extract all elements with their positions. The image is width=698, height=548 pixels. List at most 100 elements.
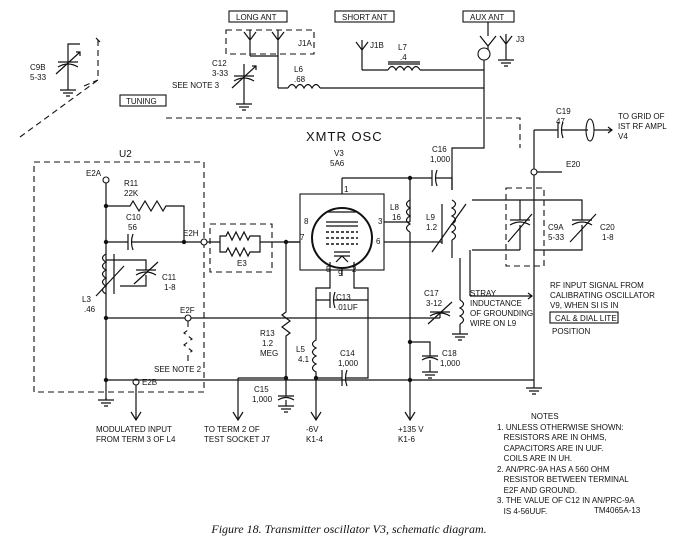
tuning-link-line xyxy=(19,79,99,138)
position-label: POSITION xyxy=(552,327,590,336)
stray-line3: OF GROUNDING xyxy=(470,309,533,318)
c17-value: 3-12 xyxy=(426,299,443,308)
e2a-terminal xyxy=(102,176,110,184)
c20-capacitor xyxy=(534,199,597,251)
c18-label: C18 xyxy=(442,349,457,358)
c14-capacitor xyxy=(316,300,369,387)
j1b-antenna-jack xyxy=(355,40,388,71)
note-line: RESISTOR BETWEEN TERMINAL xyxy=(497,475,629,484)
r11-label: R11 xyxy=(124,179,139,188)
notes-title: NOTES xyxy=(531,412,559,421)
pin3-label: 3 xyxy=(378,217,383,226)
e2b-label: E2B xyxy=(142,378,157,387)
l6-value: .68 xyxy=(294,75,306,84)
minus6v-k-label: K1-4 xyxy=(306,435,323,444)
u2-label: U2 xyxy=(119,149,132,160)
tube-label: V3 xyxy=(334,149,344,158)
l8-inductor xyxy=(405,199,412,420)
l7-label: L7 xyxy=(398,43,407,52)
c12-value: 3-33 xyxy=(212,69,229,78)
minus6v-label: -6V xyxy=(306,425,319,434)
tuning-box xyxy=(119,94,167,107)
u2-dashed-box xyxy=(33,161,205,393)
c9a-dashed-box xyxy=(505,187,545,267)
c13-value: .01UF xyxy=(336,303,358,312)
pin5-label: 5 xyxy=(326,265,331,274)
e2h-label: E2H xyxy=(183,229,199,238)
c10-label: C10 xyxy=(126,213,141,222)
e2f-terminal xyxy=(184,314,192,322)
note-line: IS 4-56UUF. xyxy=(497,506,548,516)
plus135v-k-label: K1-6 xyxy=(398,435,415,444)
c15-value: 1,000 xyxy=(252,395,273,404)
c18-junction xyxy=(407,339,413,345)
r13-value: 1.2 xyxy=(262,339,274,348)
pin8-label: 8 xyxy=(304,217,309,226)
c15-label: C15 xyxy=(254,385,269,394)
r13-unit: MEG xyxy=(260,349,278,358)
short-ant-box xyxy=(334,10,395,23)
c20-value: 1-8 xyxy=(602,233,614,242)
r13-label: R13 xyxy=(260,329,275,338)
c12-capacitor xyxy=(231,64,257,111)
short-ant-label: SHORT ANT xyxy=(342,13,388,22)
stray-inductance xyxy=(452,299,468,341)
j3-antenna-jack xyxy=(477,22,514,118)
xmtr-osc-title: XMTR OSC xyxy=(306,129,383,144)
l8-value: 16 xyxy=(392,213,401,222)
note-line: 2. AN/PRC-9A HAS A 560 OHM xyxy=(497,464,610,474)
stray-line2: INDUCTANCE xyxy=(470,299,522,308)
j1a-antenna-jack xyxy=(243,30,285,88)
pin7-label: 7 xyxy=(300,233,305,242)
e2h-terminal xyxy=(200,238,208,246)
mod-input-line2: FROM TERM 3 OF L4 xyxy=(96,435,176,444)
e3-resistor-network xyxy=(219,230,300,258)
note-line: 1. UNLESS OTHERWISE SHOWN: xyxy=(497,422,624,432)
j3-label: J3 xyxy=(516,35,525,44)
c12-label: C12 xyxy=(212,59,227,68)
aux-ant-label: AUX ANT xyxy=(470,13,504,22)
stray-line1: STRAY xyxy=(470,289,497,298)
c9a-label: C9A xyxy=(548,223,564,232)
e2a-label: E2A xyxy=(86,169,102,178)
to-grid-line1: TO GRID OF xyxy=(618,112,665,121)
c9b-label: C9B xyxy=(30,63,46,72)
c9a-value: 5-33 xyxy=(548,233,565,242)
note-line: E2F AND GROUND. xyxy=(497,485,578,495)
r11-resistor xyxy=(106,199,185,242)
l3-label: L3 xyxy=(82,295,91,304)
l9-value: 1.2 xyxy=(426,223,438,232)
r13-resistor xyxy=(281,300,291,378)
tuning-label: TUNING xyxy=(126,97,157,106)
l9-label: L9 xyxy=(426,213,435,222)
l6-label: L6 xyxy=(294,65,303,74)
c9b-value: 5-33 xyxy=(30,73,47,82)
tube-type-label: 5A6 xyxy=(330,159,345,168)
c10-capacitor xyxy=(106,233,184,251)
c13-label: C13 xyxy=(336,293,351,302)
c9b-capacitor xyxy=(55,37,101,97)
c11-value: 1-8 xyxy=(164,283,176,292)
e2f-label: E2F xyxy=(180,306,195,315)
l6-inductor xyxy=(278,83,484,90)
l5-value: 4.1 xyxy=(298,355,310,364)
l7-value: .4 xyxy=(400,53,407,62)
j1a-label: J1A xyxy=(298,39,312,48)
c15-capacitor xyxy=(277,378,295,413)
cal-dial-box xyxy=(549,311,619,324)
long-ant-label: LONG ANT xyxy=(236,13,277,22)
see-note3-label: SEE NOTE 3 xyxy=(172,81,220,90)
j1b-label: J1B xyxy=(370,41,384,50)
notes-block: NOTES 1. UNLESS OTHERWISE SHOWN: RESISTO… xyxy=(497,412,693,517)
c16-value: 1,000 xyxy=(430,155,451,164)
e3-label: E3 xyxy=(237,259,247,268)
c13-capacitor xyxy=(316,291,368,309)
l8-label: L8 xyxy=(390,203,399,212)
e20-label: E20 xyxy=(566,160,581,169)
c19-value: 47 xyxy=(556,117,565,126)
figure-caption: Figure 18. Transmitter oscillator V3, sc… xyxy=(211,522,487,536)
j1a-dashed-box xyxy=(225,29,315,55)
pin6-label: 6 xyxy=(376,237,381,246)
drawing-id: TM4065A-13 xyxy=(594,506,641,515)
